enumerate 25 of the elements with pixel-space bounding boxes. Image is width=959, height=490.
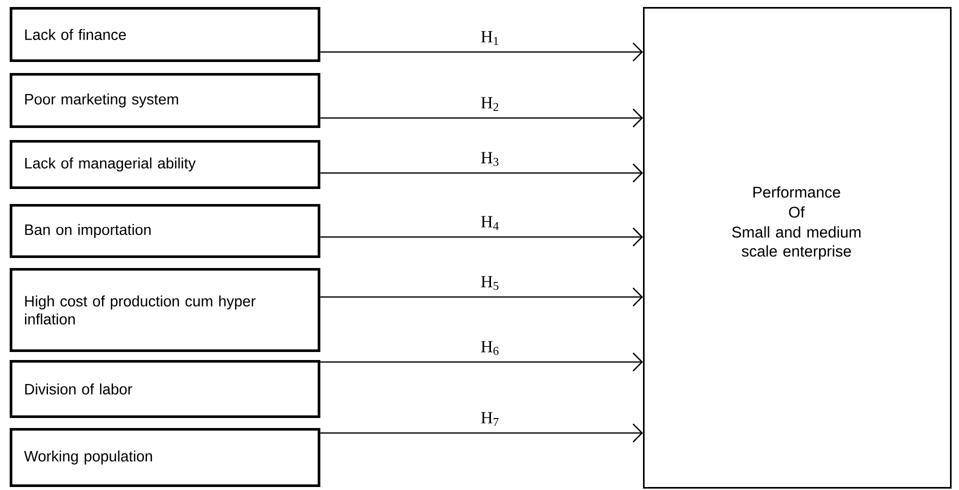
factor-box: Working population — [10, 428, 320, 487]
arrow — [320, 108, 643, 128]
edge-label: H$_{7}$ — [480, 411, 500, 427]
arrow — [320, 288, 643, 306]
edge-label: H$_{2}$ — [480, 96, 500, 112]
arrow — [320, 164, 643, 182]
factor-box: Lack of finance — [10, 7, 320, 62]
arrow — [320, 228, 643, 246]
edge-label: H$_{6}$ — [480, 340, 500, 356]
box-text: Of — [789, 206, 805, 218]
factor-box: Ban on importation — [10, 204, 320, 258]
arrow — [320, 424, 643, 442]
arrow — [320, 352, 643, 372]
outcome-box — [643, 7, 952, 489]
box-text: Small and medium scale enterprise — [732, 226, 860, 260]
edge-label: H$_{3}$ — [480, 151, 500, 167]
factor-box: Lack of managerial ability — [10, 140, 320, 189]
factor-box: Poor marketing system — [10, 73, 320, 128]
arrow — [320, 42, 643, 62]
edge-label: H$_{5}$ — [480, 275, 500, 291]
box-text: Performance — [753, 186, 840, 198]
edge-label: H$_{1}$ — [480, 30, 500, 46]
factor-box: High cost of production cum hyper inflation — [10, 268, 320, 352]
edge-label: H$_{4}$ — [480, 215, 500, 231]
factor-box: Division of labor — [10, 360, 320, 418]
